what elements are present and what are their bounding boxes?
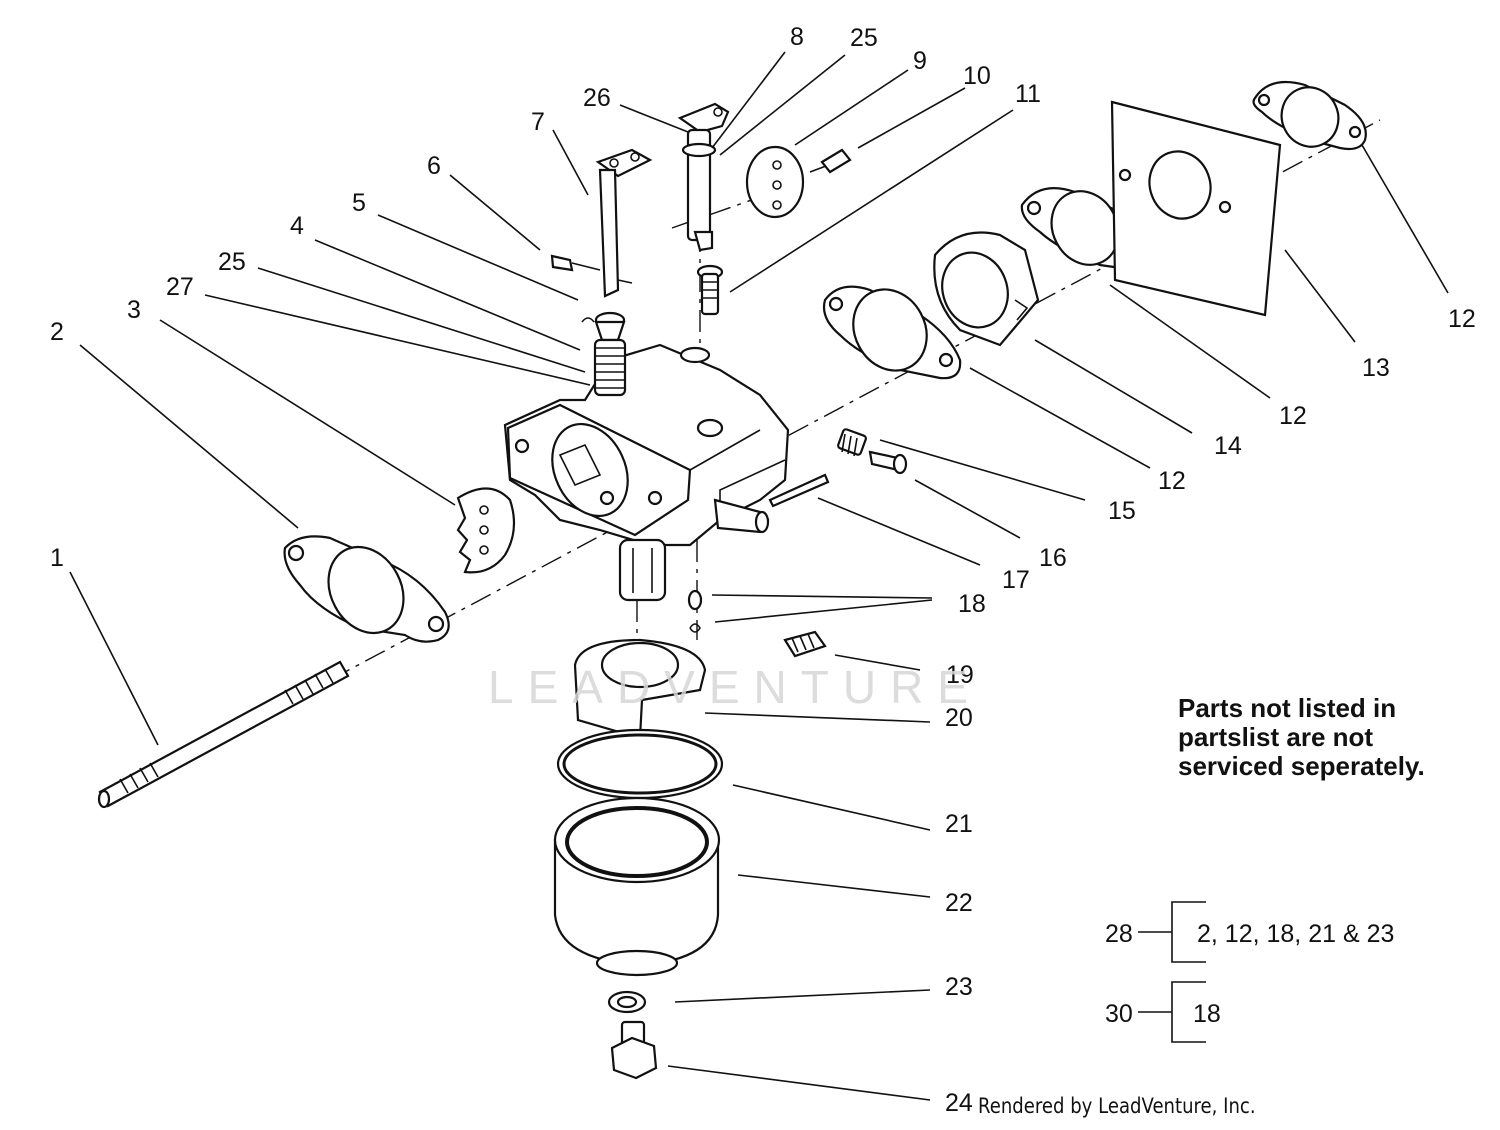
part-insulator-plate	[1110, 100, 1282, 317]
service-note-line-1: Parts not listed in	[1178, 693, 1397, 723]
part-gasket-left	[283, 535, 450, 643]
part-float	[573, 638, 707, 740]
part-idle-spring	[837, 428, 867, 457]
callout-5: 5	[352, 189, 366, 217]
callout-4: 4	[290, 212, 304, 240]
part-pilot-screw	[696, 264, 724, 316]
callout-labels: 1 2 3 4 5 6 7 8 25 9 10 11 26 25 27 12 1…	[50, 23, 1476, 1117]
part-stud	[97, 660, 350, 809]
callout-27: 27	[166, 273, 194, 301]
callout-24: 24	[945, 1089, 973, 1117]
part-washer	[607, 990, 647, 1014]
callout-7: 7	[531, 108, 545, 136]
service-note-line-3: serviced seperately.	[1178, 751, 1425, 781]
callout-19: 19	[946, 661, 974, 689]
part-choke-plate	[456, 487, 516, 574]
callout-16: 16	[1039, 544, 1067, 572]
callout-21: 21	[945, 810, 973, 838]
part-gasket-far	[1252, 80, 1367, 151]
part-screw-10	[809, 148, 852, 174]
callout-10: 10	[963, 62, 991, 90]
part-float-bowl	[553, 796, 721, 977]
watermark-text: LEADVENTURE	[488, 661, 982, 713]
part-throttle-shaft	[677, 102, 730, 252]
callout-leader-lines	[69, 51, 1449, 1101]
callout-18: 18	[958, 590, 986, 618]
callout-15: 15	[1108, 497, 1136, 525]
callout-1: 1	[50, 544, 64, 572]
callout-12-upper: 12	[1279, 402, 1307, 430]
kit-28-number: 28	[1105, 920, 1133, 948]
callout-22: 22	[945, 889, 973, 917]
callout-9: 9	[913, 47, 927, 75]
callout-12-mid: 12	[1158, 467, 1186, 495]
render-credit: Rendered by LeadVenture, Inc.	[978, 1094, 1256, 1118]
callout-26: 26	[583, 84, 611, 112]
part-gasket-mid	[822, 285, 962, 380]
part-bowl-jet	[783, 630, 827, 658]
callout-3: 3	[127, 296, 141, 324]
kit-30-number: 30	[1105, 1000, 1133, 1028]
callout-25-top: 25	[850, 24, 878, 52]
callout-2: 2	[50, 318, 64, 346]
part-throttle-plate	[745, 145, 805, 219]
kit-table: 28 2, 12, 18, 21 & 23 30 18	[1105, 901, 1394, 1043]
callout-23: 23	[945, 973, 973, 1001]
callout-8: 8	[790, 23, 804, 51]
callout-12-far: 12	[1448, 305, 1476, 333]
callout-6: 6	[427, 152, 441, 180]
callout-25-left: 25	[218, 248, 246, 276]
part-o-rings	[687, 589, 703, 633]
callout-11: 11	[1015, 80, 1041, 108]
kit-30-contents: 18	[1193, 1000, 1221, 1028]
part-spacer	[933, 231, 1040, 347]
callout-14: 14	[1214, 432, 1242, 460]
part-bowl-bolt	[610, 1020, 658, 1080]
part-idle-screw-spring	[581, 311, 627, 397]
callout-13: 13	[1362, 354, 1390, 382]
callout-20: 20	[945, 704, 973, 732]
part-screw-small	[550, 254, 601, 272]
part-throttle-lever	[595, 148, 653, 298]
service-note: Parts not listed in partslist are not se…	[1178, 694, 1498, 781]
kit-28-contents: 2, 12, 18, 21 & 23	[1197, 920, 1394, 948]
service-note-line-2: partslist are not	[1178, 722, 1374, 752]
part-idle-needle	[868, 450, 908, 475]
part-bowl-gasket	[556, 728, 724, 800]
callout-17: 17	[1002, 566, 1030, 594]
part-main-jet-rod	[768, 473, 830, 508]
part-carburetor-body	[503, 343, 790, 602]
